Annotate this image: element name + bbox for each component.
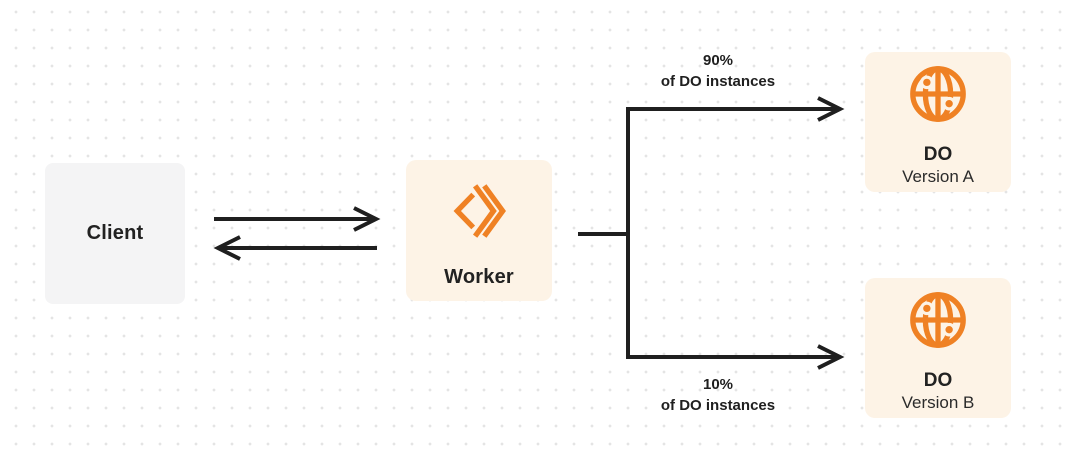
client-label: Client bbox=[86, 222, 144, 244]
worker-node: Worker bbox=[406, 160, 552, 301]
do-b-subtitle: Version B bbox=[901, 393, 975, 412]
branch-top-label: 90% of DO instances bbox=[661, 50, 775, 92]
client-to-worker-arrowhead bbox=[353, 206, 381, 232]
worker-label: Worker bbox=[444, 266, 514, 288]
do-version-b-node: DO Version B bbox=[865, 278, 1011, 418]
branch-bottom-caption: of DO instances bbox=[660, 397, 776, 414]
do-a-title: DO bbox=[923, 144, 953, 165]
branch-top-arrowhead bbox=[817, 96, 845, 122]
worker-to-client-arrowhead bbox=[213, 235, 241, 261]
branch-bottom-label: 10% of DO instances bbox=[661, 374, 775, 416]
do-b-title: DO bbox=[923, 370, 953, 391]
branch-path bbox=[626, 107, 836, 359]
branch-top-percent: 90% bbox=[702, 52, 734, 69]
do-a-subtitle: Version A bbox=[902, 167, 974, 186]
globe-icon bbox=[907, 289, 969, 356]
globe-icon bbox=[907, 63, 969, 130]
do-version-a-node: DO Version A bbox=[865, 52, 1011, 192]
code-chevrons-icon bbox=[450, 181, 508, 246]
branch-top-caption: of DO instances bbox=[660, 73, 776, 90]
branch-bottom-arrowhead bbox=[817, 344, 845, 370]
branch-bottom-percent: 10% bbox=[702, 376, 734, 393]
client-node: Client bbox=[45, 163, 185, 304]
